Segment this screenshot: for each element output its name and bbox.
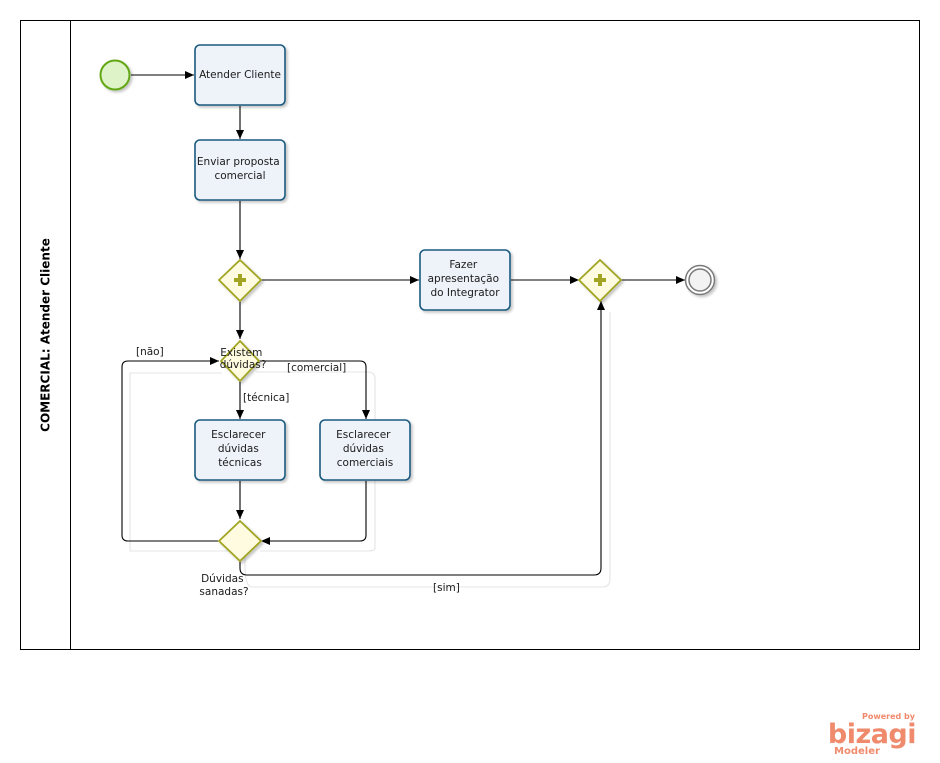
flow-label-sim: [sim] <box>433 582 460 594</box>
task-atender-cliente[interactable]: Atender Cliente <box>194 44 286 106</box>
plus-icon <box>234 274 246 286</box>
modeler-text: Modeler <box>834 746 880 757</box>
parallel-gateway-join[interactable] <box>577 258 623 303</box>
end-event[interactable] <box>684 264 716 296</box>
flow-sanadas-sim <box>239 301 605 576</box>
plus-icon <box>594 274 606 286</box>
flow-label-nao: [não] <box>136 346 164 358</box>
lane-label: COMERCIAL: Atender Cliente <box>39 238 53 432</box>
task-esclarecer-tecnicas[interactable]: Esclarecer dúvidas técnicas <box>194 419 286 481</box>
bizagi-wordmark: bizagi <box>828 719 916 750</box>
task-atender-label: Atender Cliente <box>199 69 281 81</box>
task-enviar-label: Enviar proposta comercial <box>197 156 283 182</box>
task-enviar-proposta[interactable]: Enviar proposta comercial <box>194 139 286 201</box>
pool <box>20 20 920 650</box>
task-fazer-label: Fazer apresentação do Integrator <box>428 259 503 299</box>
gateway-sanadas-label: Dúvidas sanadas? <box>199 573 248 598</box>
powered-by-text: Powered by <box>862 712 916 721</box>
start-event[interactable] <box>99 59 131 91</box>
flow-comerciais-to-sanadas <box>261 481 367 545</box>
task-fazer-apresentacao[interactable]: Fazer apresentação do Integrator <box>419 249 511 311</box>
task-tecnicas-label: Esclarecer dúvidas técnicas <box>211 429 269 469</box>
parallel-gateway-split[interactable] <box>217 258 263 303</box>
bizagi-logo: Powered by bizagi Modeler <box>828 712 917 757</box>
gateway-duvidas-sanadas[interactable] <box>217 519 263 563</box>
flow-label-comercial: [comercial] <box>287 362 346 374</box>
sequence-flows <box>121 71 685 576</box>
gateway-existem-label: Existem dúvidas? <box>220 347 267 371</box>
flow-existem-to-comerciais <box>259 360 370 419</box>
gateway-existem-duvidas[interactable] <box>219 339 261 383</box>
flow-label-tecnica: [técnica] <box>243 392 289 404</box>
task-esclarecer-comerciais[interactable]: Esclarecer dúvidas comerciais <box>319 419 411 481</box>
task-comerciais-label: Esclarecer dúvidas comerciais <box>336 429 394 469</box>
flow-sanadas-nao-loop <box>121 357 220 542</box>
